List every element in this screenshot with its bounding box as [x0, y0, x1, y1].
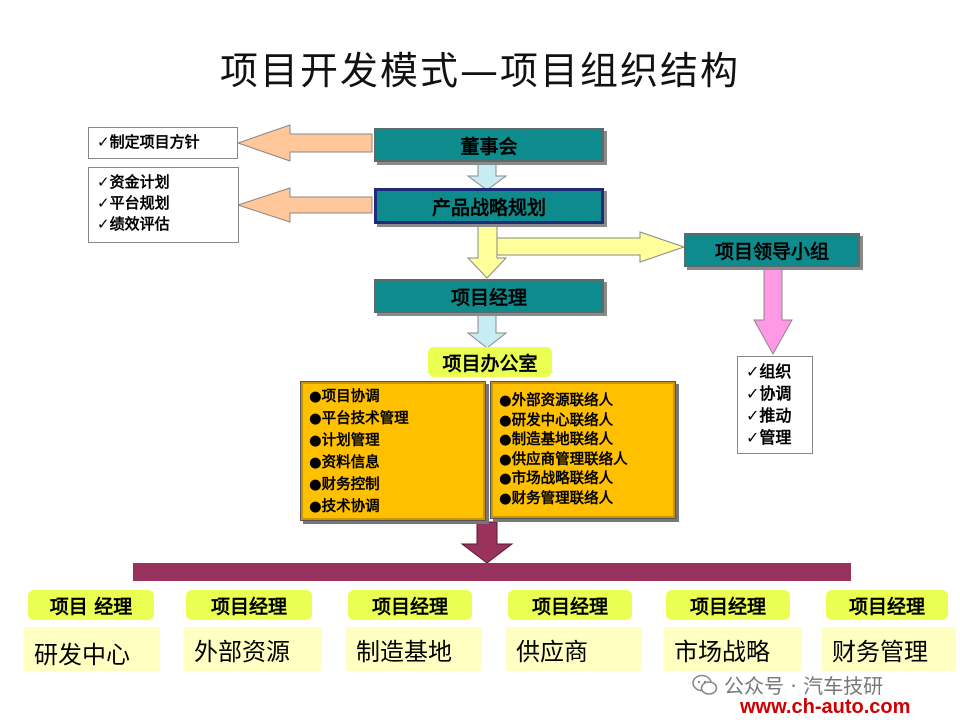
duty-item: ✓推动 [746, 406, 792, 425]
office-liaisons-box: ●外部资源联络人 ●研发中心联络人 ●制造基地联络人 ●供应商管理联络人 ●市场… [490, 381, 676, 519]
department-name: 财务管理 [822, 627, 956, 671]
planning-item: ✓资金计划 [97, 173, 170, 191]
wechat-icon [692, 674, 718, 695]
project-office-label: 项目办公室 [428, 347, 552, 377]
office-liaison-item: ●供应商管理联络人 [499, 451, 628, 468]
planning-item: ✓平台规划 [97, 194, 170, 212]
arrow-leader-to-duties [753, 267, 793, 356]
office-function-item: ●平台技术管理 [309, 411, 409, 427]
wechat-watermark-text: 公众号 · 汽车技研 [724, 674, 884, 698]
office-function-item: ●技术协调 [309, 499, 380, 515]
wechat-watermark: 公众号 · 汽车技研 [692, 670, 883, 699]
duty-item: ✓管理 [746, 428, 792, 447]
arrow-strategy-to-planning [236, 187, 373, 223]
leader-group-node: 项目领导小组 [684, 233, 860, 267]
leader-duties-note: ✓组织 ✓协调 ✓推动 ✓管理 [737, 356, 813, 454]
arrow-pm-to-office [466, 309, 508, 349]
planning-item: ✓绩效评估 [97, 215, 170, 233]
office-liaison-item: ●制造基地联络人 [499, 432, 614, 448]
department-name: 市场战略 [664, 627, 802, 671]
department-name: 研发中心 [24, 627, 160, 671]
office-liaison-item: ●财务管理联络人 [499, 490, 614, 507]
office-function-item: ●计划管理 [309, 433, 380, 449]
site-watermark: www.ch-auto.com [740, 696, 911, 718]
arrow-board-to-strategy [466, 159, 508, 191]
department-name: 制造基地 [346, 627, 482, 671]
department-pm-label: 项目经理 [348, 590, 472, 620]
department-pm-label: 项目经理 [508, 590, 632, 620]
duty-item: ✓组织 [746, 362, 792, 381]
board-node: 董事会 [374, 128, 604, 162]
departments-connector-bar [133, 563, 851, 581]
office-function-item: ●项目协调 [309, 389, 380, 405]
department-pm-label: 项目经理 [186, 590, 312, 620]
duty-item: ✓协调 [746, 384, 792, 403]
project-manager-node: 项目经理 [374, 279, 604, 313]
department-name: 供应商 [506, 627, 642, 671]
page-title: 项目开发模式—项目组织结构 [219, 49, 740, 93]
department-pm-label: 项目 经理 [28, 590, 154, 620]
office-liaison-item: ●外部资源联络人 [499, 393, 614, 409]
department-pm-label: 项目经理 [826, 590, 948, 620]
department-pm-label: 项目经理 [666, 590, 790, 620]
arrow-to-leader-group [496, 231, 686, 263]
office-functions-box: ●项目协调 ●平台技术管理 ●计划管理 ●资料信息 ●财务控制 ●技术协调 [300, 381, 486, 521]
planning-note: ✓资金计划 ✓平台规划 ✓绩效评估 [88, 167, 239, 243]
office-function-item: ●资料信息 [309, 455, 380, 471]
office-liaison-item: ●研发中心联络人 [499, 412, 614, 429]
office-liaison-item: ●市场战略联络人 [499, 471, 614, 487]
strategy-node: 产品战略规划 [374, 188, 604, 224]
office-function-item: ●财务控制 [309, 477, 380, 493]
arrow-board-to-policy [236, 124, 373, 162]
policy-note: ✓制定项目方针 [88, 127, 238, 159]
department-name: 外部资源 [184, 627, 322, 671]
arrow-office-to-departments [460, 521, 514, 564]
arrow-strategy-to-pm [466, 221, 508, 279]
